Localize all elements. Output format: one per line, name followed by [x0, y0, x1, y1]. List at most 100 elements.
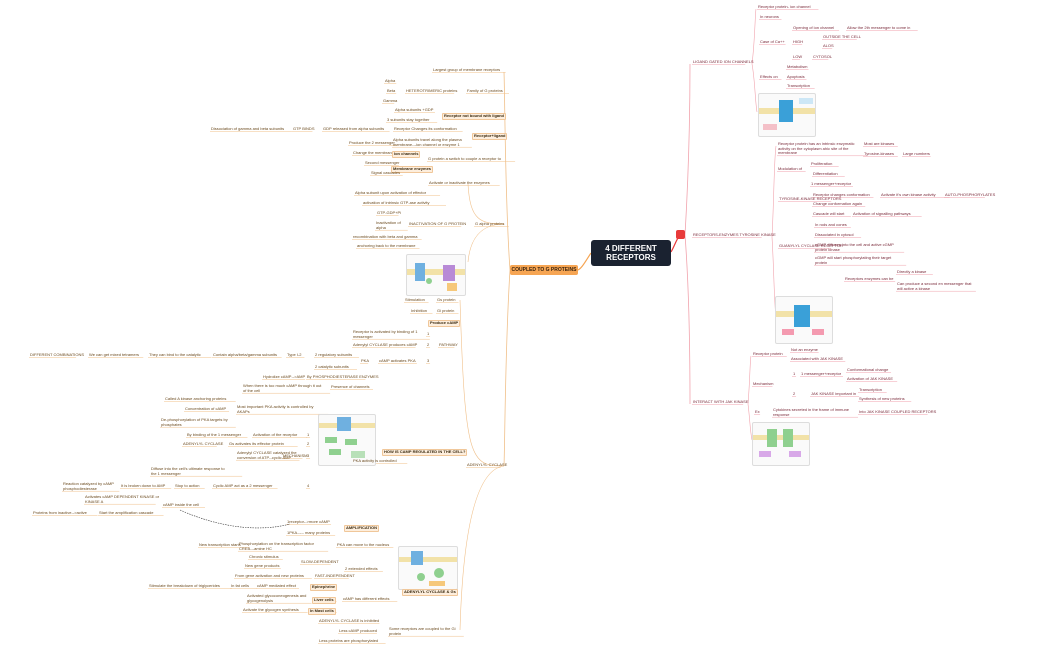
topic-node[interactable]: Proteins from inactive-->active	[33, 510, 87, 515]
topic-node[interactable]: 1 messenger+receptor	[811, 181, 852, 186]
topic-node[interactable]: Liver cells	[312, 597, 336, 604]
topic-node[interactable]: Synthesis of new proteins	[859, 396, 905, 401]
topic-node[interactable]: It is broken down to AMP	[121, 483, 166, 488]
topic-node[interactable]: Activate the glycogen synthesis	[243, 607, 299, 612]
topic-node[interactable]: cAMP activates PKA	[379, 358, 416, 363]
topic-node[interactable]: HETEROTRIMERIC proteins	[406, 88, 458, 93]
topic-node[interactable]: LOW	[793, 54, 803, 59]
topic-node[interactable]: ALOS	[823, 43, 834, 48]
topic-node[interactable]: Presence of channels	[331, 384, 370, 389]
topic-node[interactable]: Most important PKA activity is controlle…	[237, 404, 314, 414]
topic-node[interactable]: GTP BINDS	[293, 126, 315, 131]
topic-node[interactable]: By PHOSPHODIESTERASE ENZYMES	[307, 374, 379, 379]
topic-node[interactable]: JAK KINASE important in	[811, 391, 857, 396]
topic-node[interactable]: Opening of ion channel	[793, 25, 835, 30]
topic-node[interactable]: Largest group of membrane receptors	[433, 67, 501, 72]
topic-node[interactable]: ADENYLYL CYCLASE	[183, 441, 224, 446]
topic-node[interactable]: LIGAND GATED ION CHANNELS	[693, 59, 754, 64]
topic-node[interactable]: In fat cells	[231, 583, 250, 588]
topic-node[interactable]: Modulation of	[778, 166, 803, 171]
topic-node[interactable]: Directly a kinase	[897, 269, 927, 274]
topic-node[interactable]: 2	[427, 342, 430, 347]
topic-node[interactable]: Epinephrine	[310, 584, 338, 591]
topic-node[interactable]: Diffuse into the cell's ultimate respons…	[151, 466, 225, 476]
topic-node[interactable]: Ex	[755, 409, 760, 414]
topic-node[interactable]: Receptors enzymes can be	[845, 276, 894, 281]
topic-node[interactable]: Adenylyl CYCLASE produces cAMP	[353, 342, 418, 347]
topic-node[interactable]: Gs activates its effector protein	[229, 441, 284, 446]
topic-node[interactable]: DIFFERENT COMBINATIONS	[30, 352, 85, 357]
topic-node[interactable]: HOW IS CAMP REGULATED IN THE CELL?	[382, 449, 468, 456]
topic-node[interactable]: Receptor not bound with ligand	[442, 113, 506, 120]
topic-node[interactable]: GUANYLYL CYCLASE RECEPTOR	[779, 243, 843, 248]
topic-node[interactable]: In neurons	[760, 14, 779, 19]
topic-node[interactable]: 4	[307, 483, 310, 488]
topic-node[interactable]: Receptor protein	[753, 351, 783, 356]
topic-node[interactable]: cAMP inside the cell	[163, 502, 199, 507]
branch-coupled-g-proteins[interactable]: COUPLED TO G PROTEINS	[510, 265, 578, 275]
topic-node[interactable]: AUTO-PHOSPHORYLATES	[945, 192, 996, 197]
topic-node[interactable]: Proliferation	[811, 161, 833, 166]
topic-node[interactable]: 2	[793, 391, 796, 396]
topic-node[interactable]: HIGH	[793, 39, 803, 44]
topic-node[interactable]: G alpha proteins	[475, 221, 505, 226]
topic-node[interactable]: Receptor Changes its conformation	[394, 126, 457, 131]
topic-node[interactable]: Alpha subunits +GDP	[395, 107, 434, 112]
topic-node[interactable]: New transcription starts	[199, 542, 241, 547]
topic-node[interactable]: Alpha	[385, 78, 396, 83]
topic-node[interactable]: Family of G proteins	[467, 88, 503, 93]
topic-node[interactable]: Produce cAMP	[428, 320, 461, 327]
topic-node[interactable]: Conformational change	[847, 367, 889, 372]
topic-node[interactable]: Less proteins are phosphorylated	[319, 638, 379, 643]
topic-node[interactable]: INTERACT WITH JAK KINASE	[693, 399, 749, 404]
topic-node[interactable]: Change conformation again	[813, 201, 863, 206]
topic-node[interactable]: 3 subunits stay together	[387, 117, 430, 122]
topic-node[interactable]: Allow the 2th messenger to come in	[847, 25, 911, 30]
topic-node[interactable]: Stimulation	[405, 297, 425, 302]
topic-node[interactable]: PKA can move to the nucleus	[337, 542, 390, 547]
topic-node[interactable]: CYTOSOL	[813, 54, 833, 59]
topic-node[interactable]: Stimulate the breakdown of triglycerides	[149, 583, 220, 588]
topic-node[interactable]: OUTSIDE THE CELL	[823, 34, 861, 39]
right-branch-hub-icon[interactable]	[676, 230, 685, 239]
topic-node[interactable]: G protein a switch to couple a receptor …	[428, 156, 501, 161]
topic-node[interactable]: Cascade will start	[813, 211, 845, 216]
topic-node[interactable]: 2 regulatory subunits	[315, 352, 353, 357]
topic-node[interactable]: TYROSINE-KINASE RECEPTORS	[779, 196, 842, 201]
topic-node[interactable]: Large numbers	[903, 151, 930, 156]
topic-node[interactable]: GDP released from alpha subunits	[323, 126, 385, 131]
topic-node[interactable]: Chronic stimulus	[249, 554, 279, 559]
topic-node[interactable]: 2 catalytic subunits	[315, 364, 349, 369]
topic-node[interactable]: Signal cascades	[371, 170, 401, 175]
topic-node[interactable]: Type I-2	[287, 352, 302, 357]
topic-node[interactable]: In Mast cells	[308, 608, 336, 615]
topic-node[interactable]: Contain alpha/beta/gamma subunits	[213, 352, 278, 357]
topic-node[interactable]: Gamma	[383, 98, 398, 103]
topic-node[interactable]: Called A kinase anchoring proteins	[165, 396, 227, 401]
topic-node[interactable]: 1receptor-->more cAMP	[287, 519, 330, 524]
topic-node[interactable]: Associated with JAK KINASE	[791, 356, 844, 361]
topic-node[interactable]: 2 extended effects	[345, 566, 378, 571]
topic-node[interactable]: Produce the 2 messenger	[349, 140, 395, 145]
topic-node[interactable]: Cytokines secreted in the frame of immun…	[773, 407, 850, 417]
topic-node[interactable]: Most are kinases	[864, 141, 895, 146]
topic-node[interactable]: Transcription	[787, 83, 810, 88]
topic-node[interactable]: Case of Ca++	[760, 39, 785, 44]
topic-node[interactable]: ADENYLYL CYCLASE is inhibited	[319, 618, 380, 623]
topic-node[interactable]: MECHANISM	[283, 453, 308, 458]
topic-node[interactable]: Start the amplification cascade	[99, 510, 154, 515]
topic-node[interactable]: Less cAMP produced	[339, 628, 377, 633]
topic-node[interactable]: Hydrolize cAMP-->AMP	[263, 374, 306, 379]
topic-node[interactable]: 3	[427, 358, 430, 363]
topic-node[interactable]: When there is too much cAMP through it o…	[243, 383, 322, 393]
topic-node[interactable]: In rods and cones	[815, 222, 847, 227]
topic-node[interactable]: 1	[427, 331, 430, 336]
topic-node[interactable]: 1	[793, 371, 796, 376]
topic-node[interactable]: Gs protein	[437, 297, 456, 302]
topic-node[interactable]: Stop to action	[175, 483, 200, 488]
